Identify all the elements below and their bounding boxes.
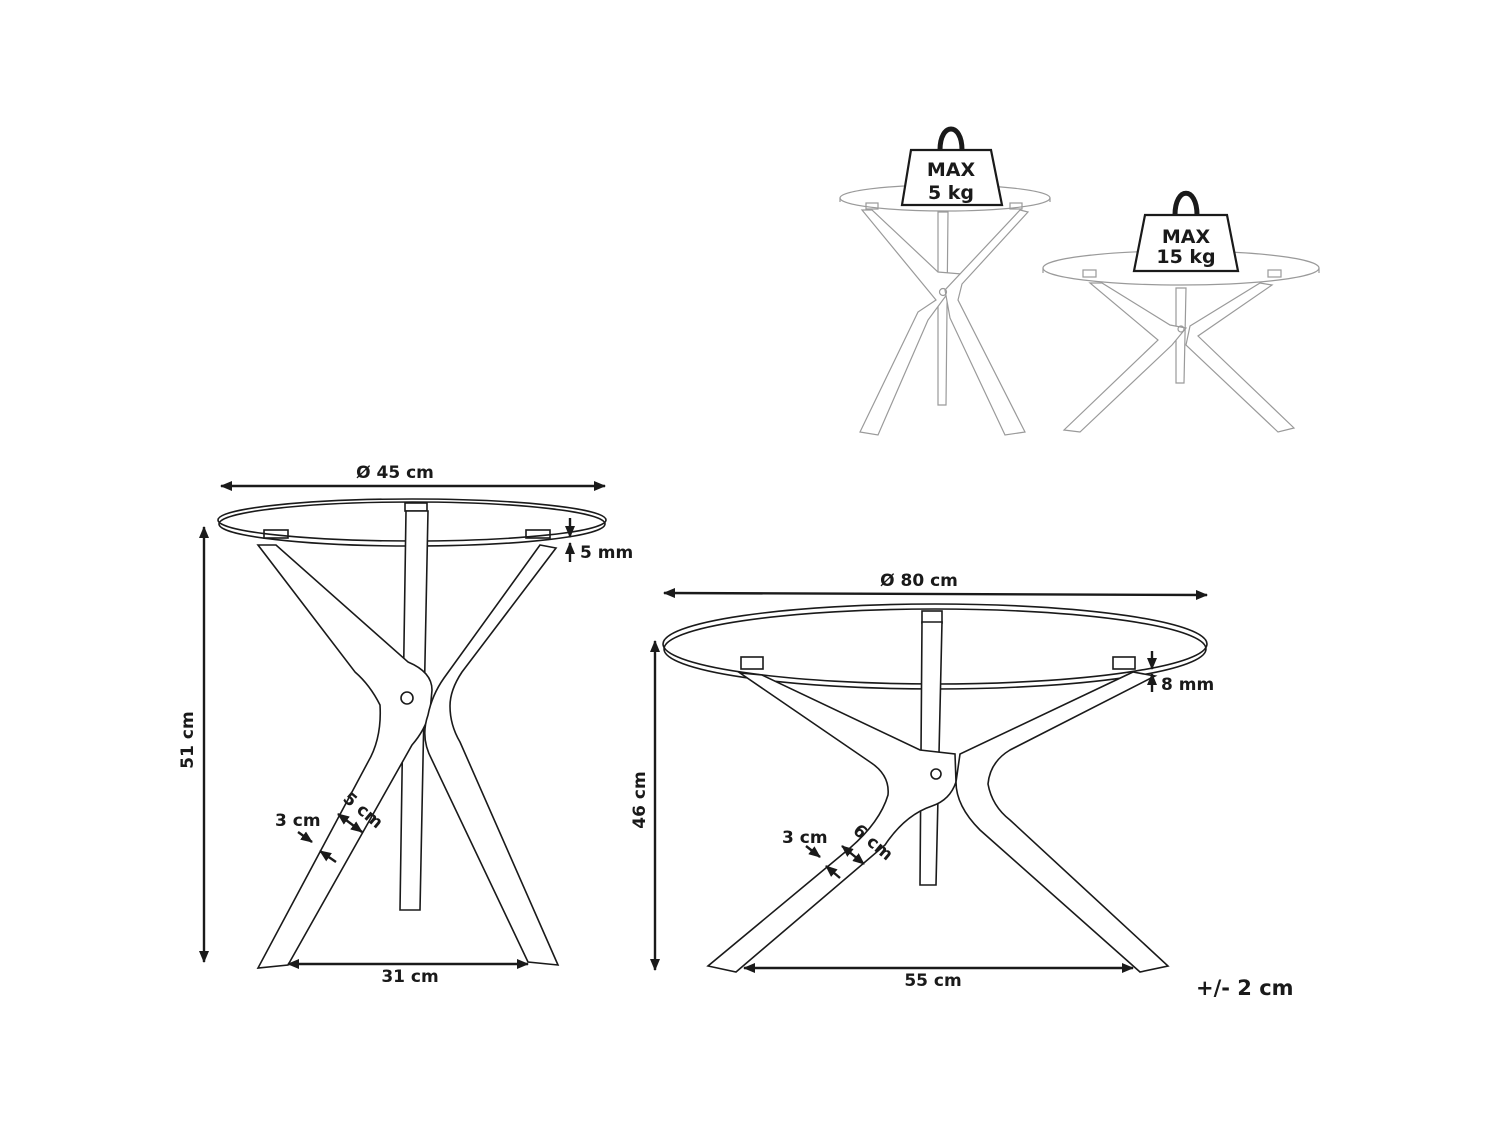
large-diameter-label: Ø 80 cm [880, 571, 958, 591]
large-glass-thickness-label: 8 mm [1161, 675, 1214, 695]
weight-small-line2: 5 kg [928, 182, 974, 204]
small-table-dimensions: Ø 45 cm 51 cm 5 mm 31 cm 3 cm 5 cm [178, 463, 633, 987]
small-glass-thickness-label: 5 mm [580, 543, 633, 563]
large-leg-width-label: 3 cm [782, 828, 828, 848]
small-foot-span-label: 31 cm [381, 967, 438, 987]
large-foot-span-label: 55 cm [904, 971, 961, 991]
small-table-faint [839, 184, 1051, 436]
weight-large-line1: MAX [1162, 226, 1211, 248]
weight-large-line2: 15 kg [1156, 246, 1215, 268]
small-leg-width-label: 3 cm [275, 811, 321, 831]
weight-icon-large: MAX 15 kg [1132, 191, 1240, 273]
weight-small-line1: MAX [927, 159, 976, 181]
weight-icon-small: MAX 5 kg [900, 126, 1004, 207]
large-height-label: 46 cm [630, 771, 650, 828]
load-capacity-illustration: MAX 5 kg MAX 15 kg [839, 126, 1320, 436]
small-height-label: 51 cm [178, 711, 198, 768]
small-diameter-label: Ø 45 cm [356, 463, 434, 483]
small-table-drawing [217, 498, 607, 969]
large-table-faint [1042, 250, 1320, 433]
tolerance-note: +/- 2 cm [1196, 976, 1294, 1000]
large-table-drawing [662, 603, 1208, 973]
